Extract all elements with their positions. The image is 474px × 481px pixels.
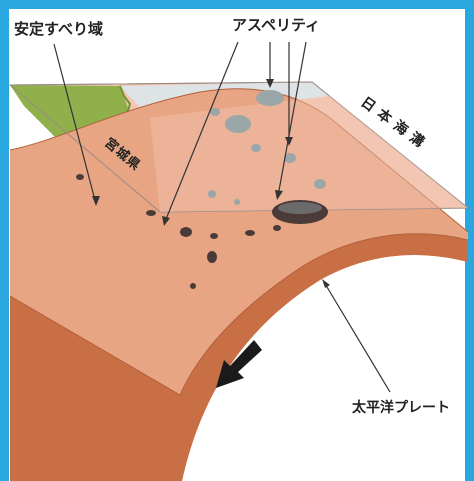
asperity-deep [180, 227, 192, 237]
plate-upper-surface [10, 88, 468, 396]
plate-side-face [10, 296, 182, 481]
arrowhead-icon [162, 216, 170, 226]
asperity-shallow [210, 108, 220, 116]
frame-left [0, 0, 9, 481]
movement-arrow-icon [216, 340, 262, 388]
asperity-deep [207, 251, 217, 263]
asperity-deep [273, 225, 281, 231]
label-stable-slip-zone: 安定すべり域 [14, 20, 103, 38]
leader-arrowheads [92, 79, 330, 288]
leader-asperity-4 [277, 41, 307, 197]
leader-stable-slip [53, 43, 97, 205]
asperity-shallow [314, 179, 326, 189]
asperity-deep [146, 210, 156, 216]
leader-pacific-plate [323, 281, 391, 393]
asperity-deep [210, 233, 218, 239]
asperity-shallow [234, 199, 240, 205]
frame-top [0, 0, 474, 9]
asperity-shallow [251, 144, 261, 152]
sea-surface-tint [150, 96, 468, 212]
leader-lines [53, 41, 391, 393]
asperity-shallow [208, 190, 216, 198]
label-asperity: アスペリティ [232, 17, 320, 34]
leader-asperity-1 [163, 41, 239, 225]
arrowhead-icon [285, 137, 293, 146]
asperity-shallow [256, 90, 284, 106]
plate-outline [9, 88, 469, 233]
arrowhead-icon [275, 190, 283, 200]
frame-right [465, 0, 474, 481]
arrowhead-icon [92, 196, 100, 206]
arrowhead-icon [322, 279, 330, 288]
asperity-large-rim [278, 202, 322, 214]
asperity-deep [245, 230, 255, 236]
arrowhead-icon [266, 79, 274, 88]
sea-surface-outline [8, 81, 470, 213]
asperity-shallow [225, 115, 251, 133]
asperity-shallow [284, 153, 296, 163]
asperity-deep [76, 174, 84, 180]
label-pacific-plate: 太平洋プレート [352, 399, 450, 415]
asperity-deep [190, 283, 196, 289]
plate-edge-line [9, 233, 469, 396]
